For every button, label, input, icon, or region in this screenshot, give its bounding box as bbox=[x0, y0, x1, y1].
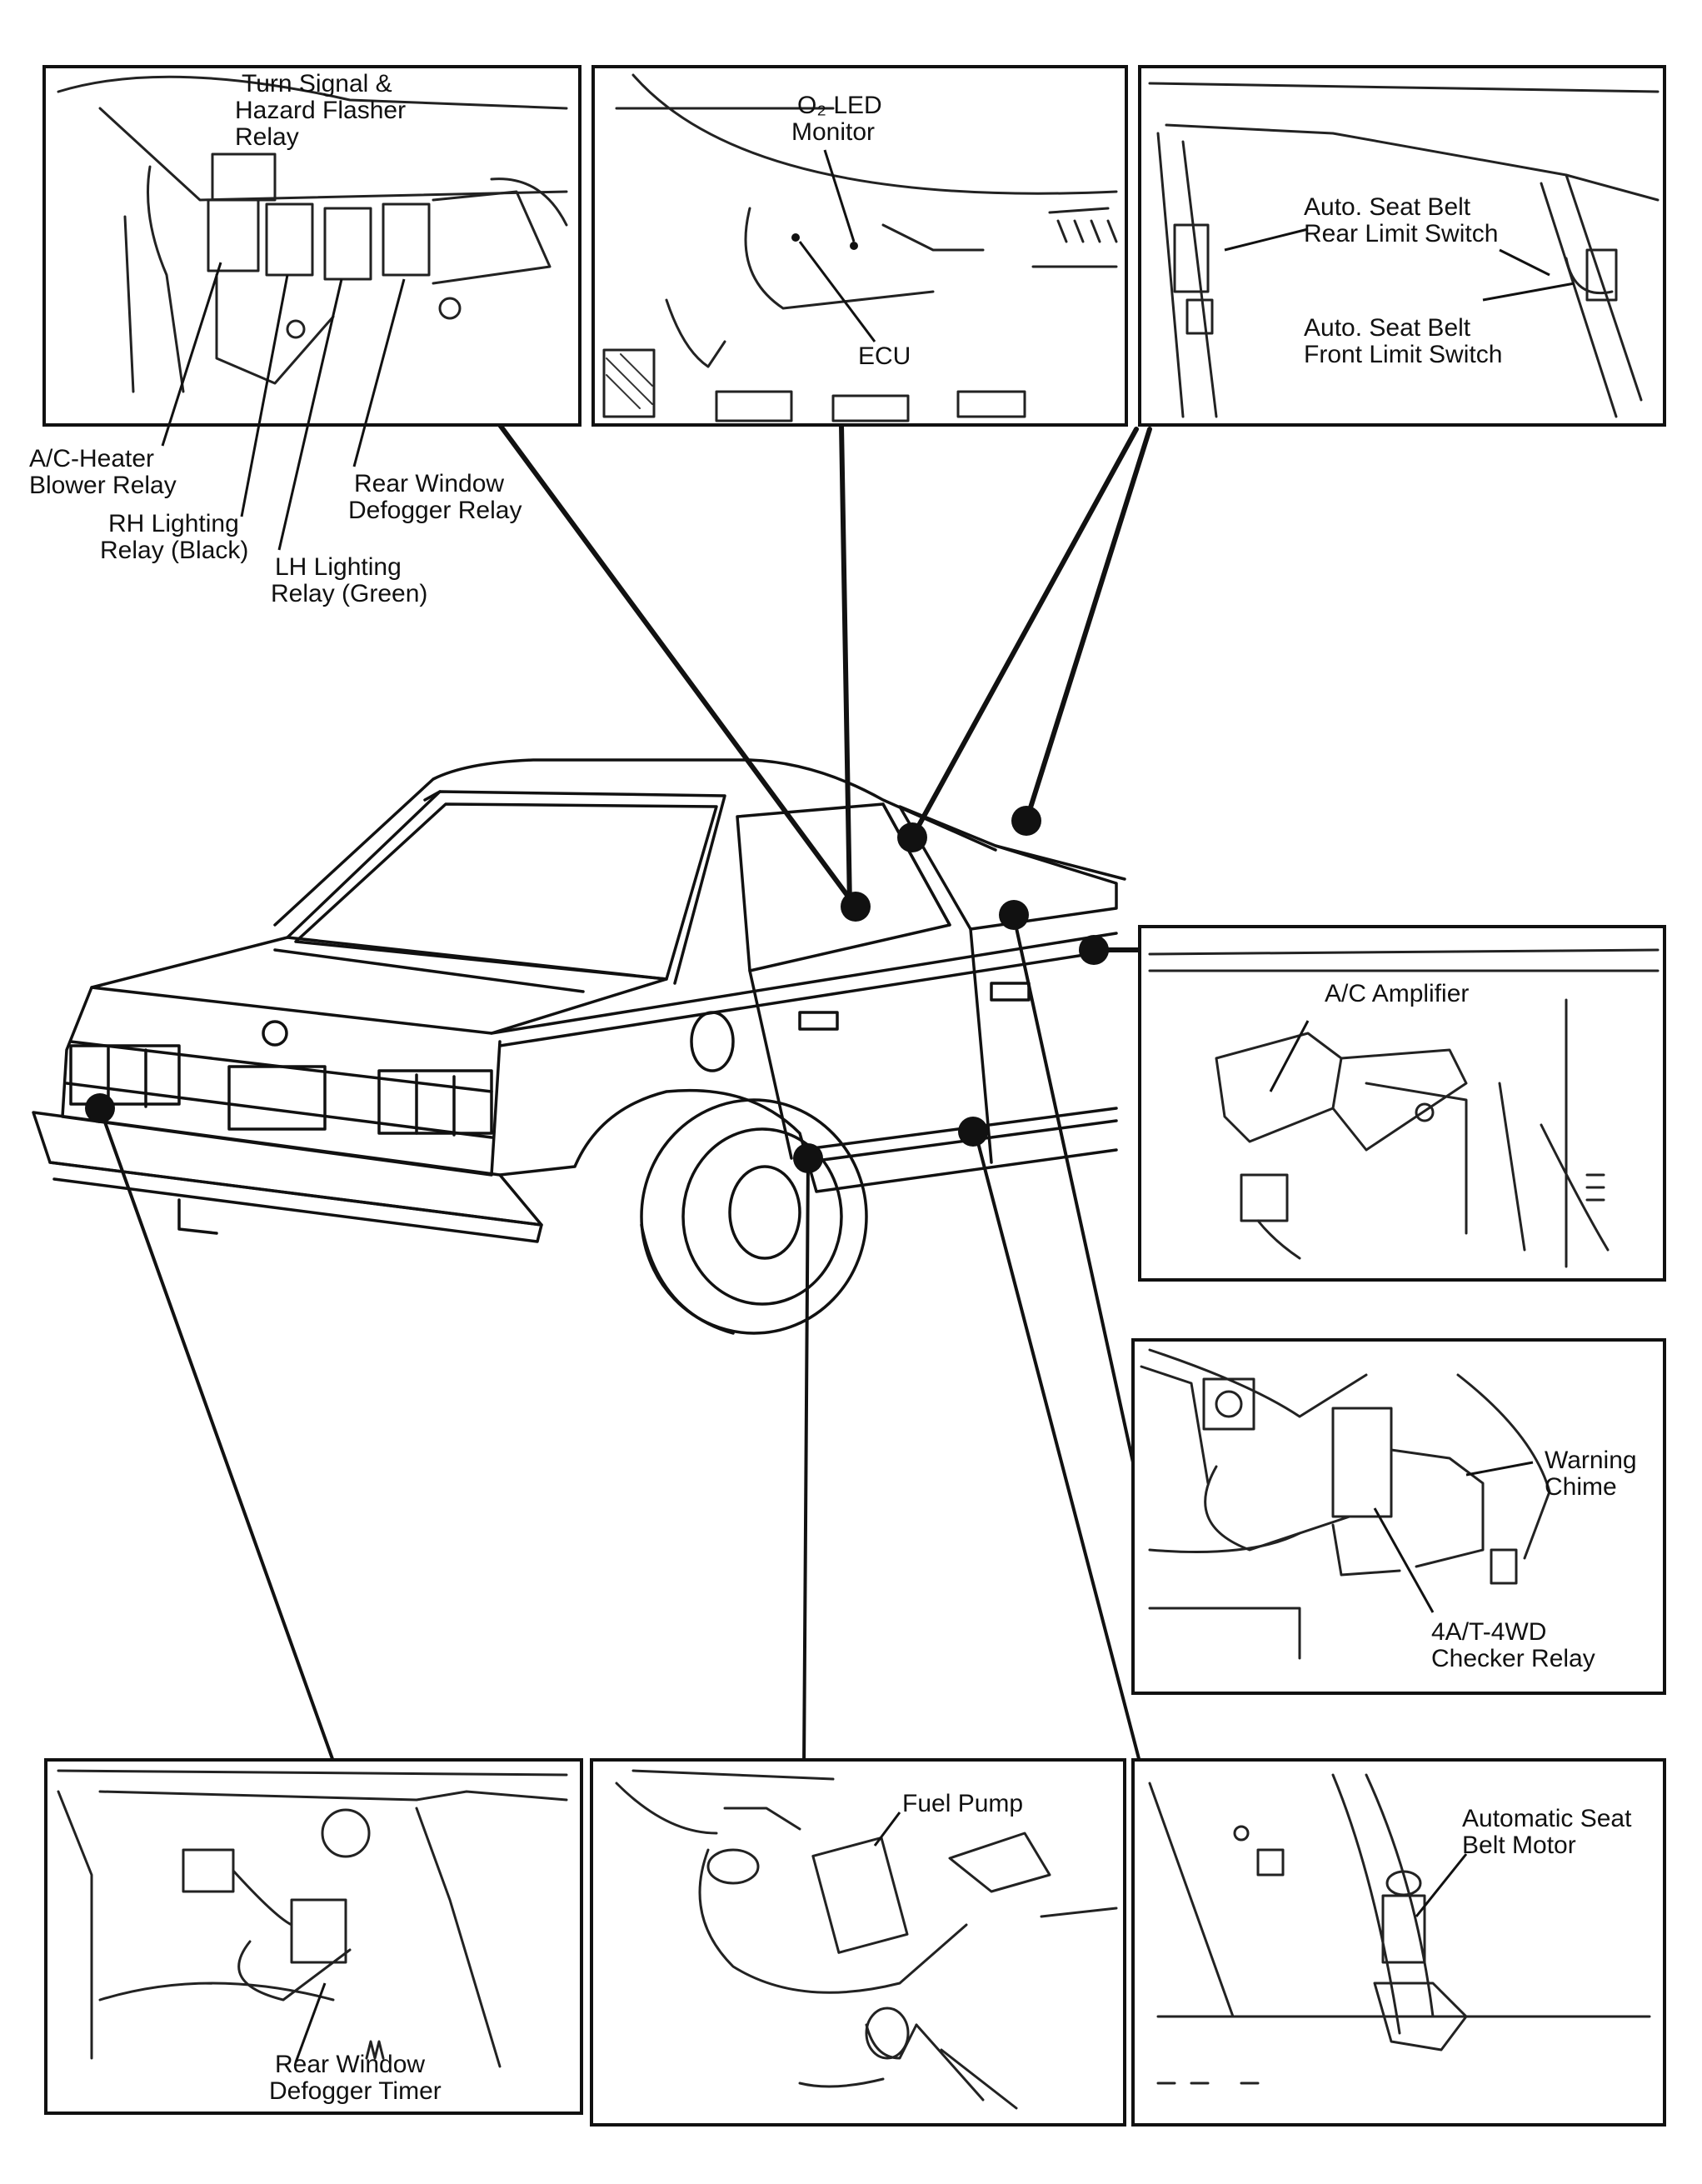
rear-defogger-relay-label-1: Rear Window bbox=[354, 470, 504, 497]
car-illustration bbox=[32, 758, 1126, 1335]
rh-lighting-label-1: RH Lighting bbox=[108, 510, 239, 537]
rear-defogger-relay-label-2: Defogger Relay bbox=[348, 497, 522, 524]
seatbelt-motor-panel: Automatic Seat Belt Motor bbox=[1131, 1758, 1666, 2127]
ac-amplifier-panel: A/C Amplifier bbox=[1138, 925, 1666, 1282]
chime-panel: Warning Chime 4A/T-4WD Checker Relay bbox=[1131, 1338, 1666, 1695]
relay-leaders bbox=[161, 262, 406, 551]
checker-relay-label-1: 4A/T-4WD bbox=[1431, 1618, 1546, 1646]
seatbelt-rear-label-1: Auto. Seat Belt bbox=[1304, 193, 1471, 221]
ac-heater-label-2: Blower Relay bbox=[29, 472, 177, 499]
ac-heater-label-1: A/C-Heater bbox=[29, 445, 154, 472]
relay-panel: Turn Signal & Hazard Flasher Relay bbox=[42, 65, 581, 427]
fuel-pump-label: Fuel Pump bbox=[902, 1790, 1023, 1817]
warning-chime-label-1: Warning bbox=[1545, 1447, 1637, 1474]
warning-chime-label-2: Chime bbox=[1545, 1473, 1617, 1501]
rh-lighting-label-2: Relay (Black) bbox=[100, 537, 248, 564]
seatbelt-rear-label-2: Rear Limit Switch bbox=[1304, 220, 1498, 247]
lh-lighting-label-2: Relay (Green) bbox=[271, 580, 427, 607]
o2-led-label-1: O₂ LED bbox=[797, 92, 882, 119]
ecu-label: ECU bbox=[858, 342, 911, 370]
defogger-timer-label-1: Rear Window bbox=[275, 2051, 425, 2078]
defogger-timer-panel: Rear Window Defogger Timer bbox=[44, 1758, 583, 2115]
ecu-panel: O₂ LED Monitor ECU bbox=[591, 65, 1128, 427]
location-dots bbox=[85, 806, 1109, 1173]
relay-label-3: Relay bbox=[235, 123, 299, 151]
ac-amplifier-label: A/C Amplifier bbox=[1325, 980, 1469, 1007]
fuel-pump-panel: Fuel Pump bbox=[590, 1758, 1126, 2127]
checker-relay-label-2: Checker Relay bbox=[1431, 1645, 1595, 1672]
seatbelt-motor-label-1: Automatic Seat bbox=[1462, 1805, 1632, 1832]
relay-label-2: Hazard Flasher bbox=[235, 97, 406, 124]
seatbelt-front-label-2: Front Limit Switch bbox=[1304, 341, 1502, 368]
seatbelt-switch-panel: Auto. Seat Belt Rear Limit Switch Auto. … bbox=[1138, 65, 1666, 427]
seatbelt-front-label-1: Auto. Seat Belt bbox=[1304, 314, 1471, 342]
defogger-timer-label-2: Defogger Timer bbox=[269, 2077, 442, 2105]
relay-label-1: Turn Signal & bbox=[242, 70, 392, 97]
seatbelt-motor-label-2: Belt Motor bbox=[1462, 1832, 1576, 1859]
lh-lighting-label-1: LH Lighting bbox=[275, 553, 402, 581]
leader-lines bbox=[98, 422, 1152, 1770]
o2-led-label-2: Monitor bbox=[791, 118, 875, 146]
